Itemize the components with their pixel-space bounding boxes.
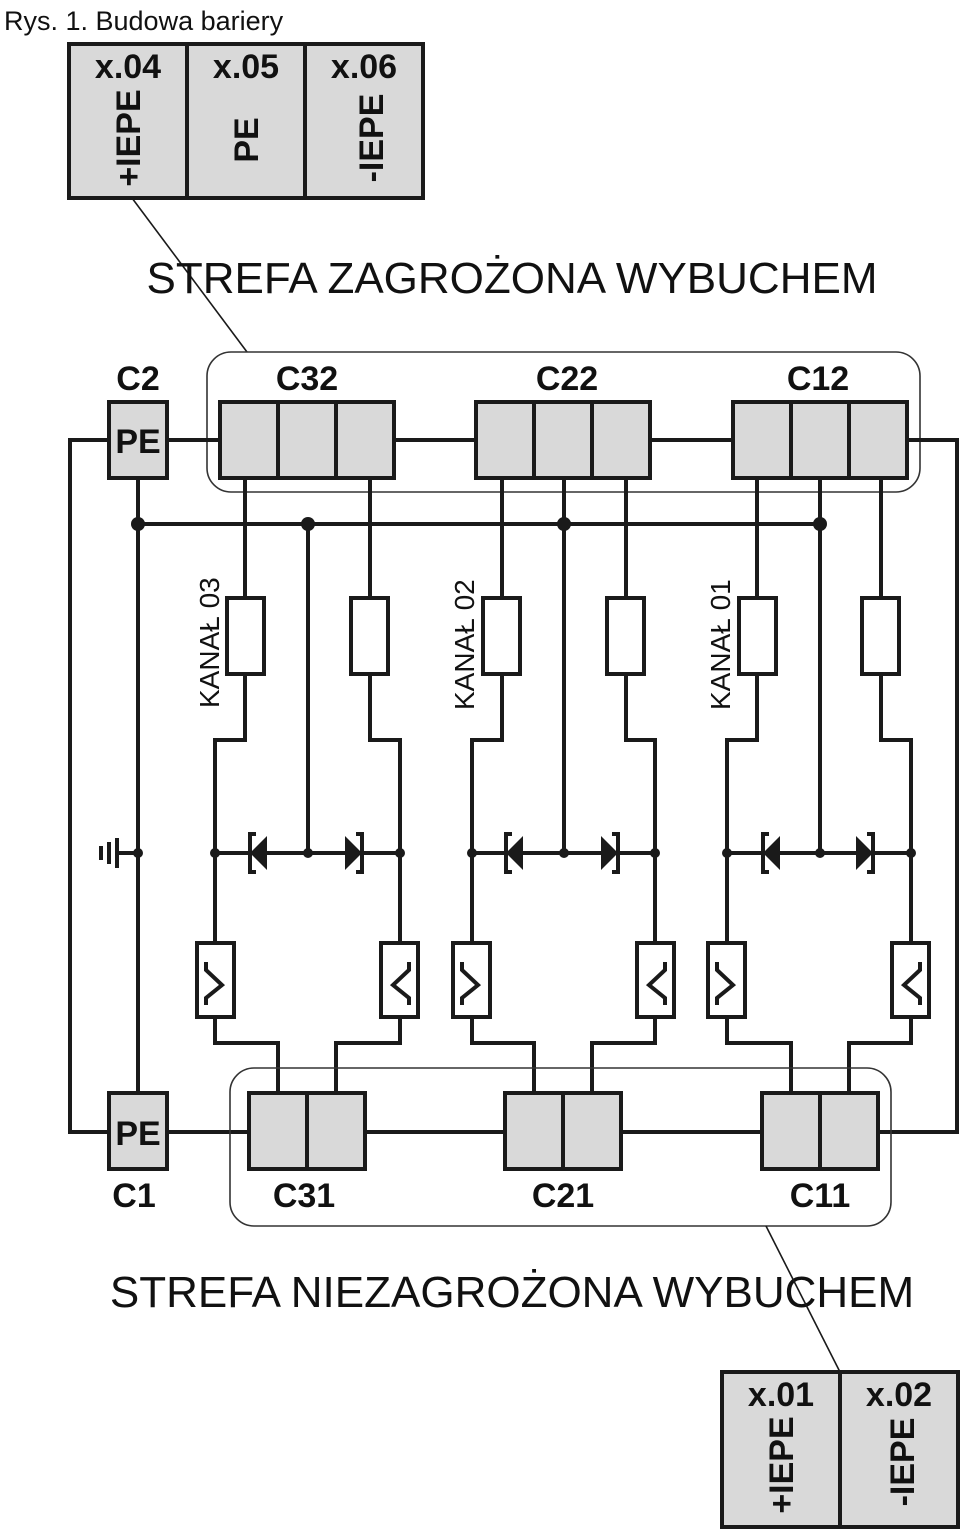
terminal-x01-header: x.01	[748, 1376, 814, 1414]
c2-pe-label: PE	[115, 423, 160, 461]
resistor-icon	[737, 596, 778, 676]
label-c2: C2	[116, 360, 159, 398]
terminal-x05-label: PE	[228, 117, 266, 162]
label-c12: C12	[787, 360, 849, 398]
fuse-icon	[195, 941, 236, 1019]
terminal-x01-label: +IEPE	[763, 1416, 801, 1513]
safe-zone-title: STREFA NIEZAGROŻONA WYBUCHEM	[110, 1268, 914, 1317]
connector-c31	[247, 1091, 367, 1171]
diode-icon	[248, 832, 267, 874]
pe-bus-junctions	[131, 517, 827, 858]
terminal-x04-header: x.04	[95, 48, 161, 86]
fuse-icon	[706, 941, 747, 1019]
figure-caption: Rys. 1. Budowa bariery	[4, 6, 284, 36]
terminal-x02-label: -IEPE	[884, 1418, 922, 1507]
label-c21: C21	[532, 1177, 594, 1215]
channel-01-circuit: KANAŁ 01	[705, 478, 931, 1093]
connector-c1-pe: PE	[107, 1091, 169, 1171]
bottom-connector-zone	[229, 1067, 892, 1227]
connector-c22	[474, 400, 652, 480]
terminal-block-bottom: x.01 x.02 +IEPE -IEPE	[720, 1370, 960, 1529]
connector-c11	[760, 1091, 880, 1171]
connector-c2-pe: PE	[107, 400, 169, 480]
terminal-x02-header: x.02	[866, 1376, 932, 1414]
label-c31: C31	[273, 1177, 335, 1215]
terminal-x05-header: x.05	[213, 48, 279, 86]
terminal-x06-label: -IEPE	[353, 94, 391, 183]
fuse-icon	[635, 941, 676, 1019]
resistor-icon	[481, 596, 522, 676]
diode-icon	[761, 832, 780, 874]
diode-icon	[601, 832, 620, 874]
connector-c21	[503, 1091, 623, 1171]
terminal-x04-label: +IEPE	[110, 89, 148, 186]
connector-c32	[218, 400, 396, 480]
leader-line-top	[131, 197, 248, 353]
fuse-icon	[451, 941, 492, 1019]
label-c32: C32	[276, 360, 338, 398]
resistor-icon	[860, 596, 901, 676]
hazardous-zone-title: STREFA ZAGROŻONA WYBUCHEM	[147, 254, 878, 303]
c1-pe-label: PE	[115, 1115, 160, 1153]
terminal-x06-header: x.06	[331, 48, 397, 86]
terminal-block-top: x.04 x.05 x.06 +IEPE PE -IEPE	[67, 42, 425, 200]
resistor-icon	[349, 596, 390, 676]
channel-03-circuit: KANAŁ 03	[194, 478, 420, 1093]
diode-icon	[856, 832, 875, 874]
ground-icon	[99, 838, 138, 868]
channel-02-circuit: KANAŁ 02	[449, 478, 676, 1093]
channel-01-label: KANAŁ 01	[705, 579, 736, 710]
connector-c12	[731, 400, 909, 480]
outer-wiring	[68, 438, 959, 1134]
channel-03-label: KANAŁ 03	[194, 577, 225, 708]
leader-line-bottom	[765, 1225, 841, 1373]
fuse-icon	[379, 941, 420, 1019]
label-c22: C22	[536, 360, 598, 398]
channel-02-label: KANAŁ 02	[449, 579, 480, 710]
fuse-icon	[890, 941, 931, 1019]
label-c1: C1	[112, 1177, 155, 1215]
diode-icon	[345, 832, 364, 874]
diode-icon	[504, 832, 523, 874]
label-c11: C11	[790, 1177, 851, 1215]
resistor-icon	[225, 596, 266, 676]
resistor-icon	[605, 596, 646, 676]
